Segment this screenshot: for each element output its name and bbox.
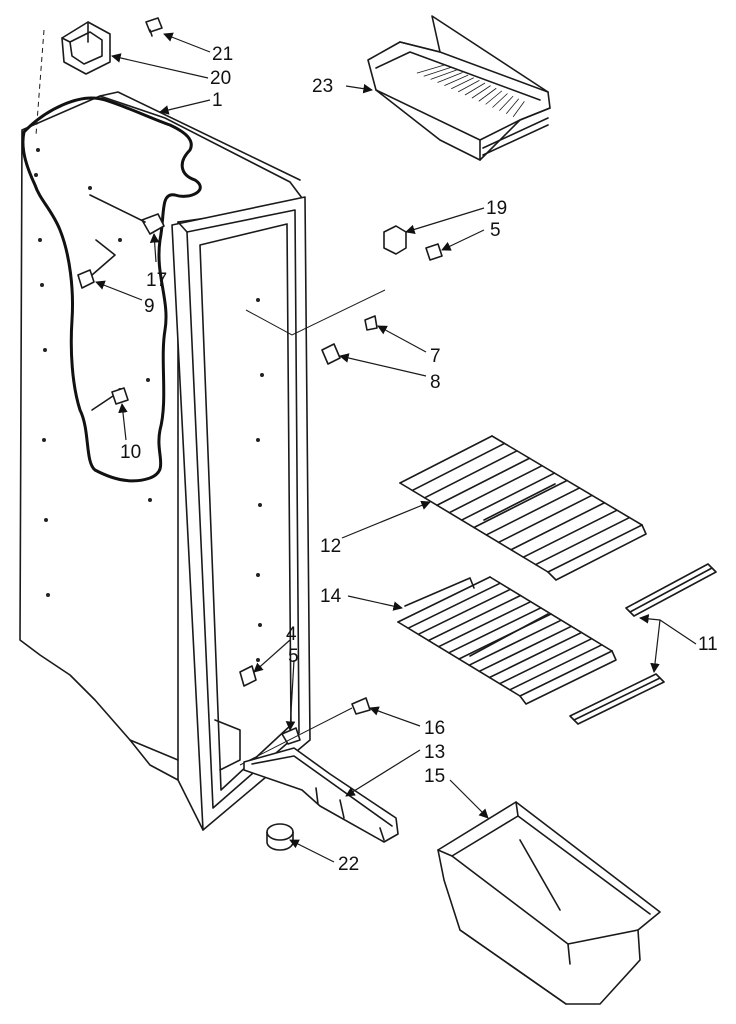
callout-1: 1 — [212, 90, 223, 111]
wire-line — [417, 588, 512, 636]
wire-line — [437, 600, 532, 648]
wire-line — [492, 93, 508, 108]
cap-button — [266, 823, 294, 851]
callout-21: 21 — [212, 44, 233, 65]
callout-22: 22 — [338, 854, 359, 875]
wire-line — [485, 487, 581, 536]
storage-bucket — [437, 801, 661, 1005]
wire-line — [499, 95, 514, 111]
callout-9: 9 — [144, 296, 155, 317]
wire-line — [457, 80, 480, 93]
wire-line — [448, 464, 543, 514]
freezer-liner — [19, 29, 311, 831]
wire-line — [437, 72, 463, 83]
leader-lines — [95, 32, 697, 863]
wire-line — [534, 516, 631, 566]
callout-14: 14 — [320, 586, 342, 607]
callout-15: 15 — [424, 766, 445, 787]
callout-7: 7 — [430, 346, 441, 367]
wire-line — [522, 509, 618, 558]
wire-line — [427, 594, 522, 642]
wire-line — [510, 501, 606, 551]
callout-16: 16 — [424, 718, 445, 739]
wire-line — [448, 607, 542, 654]
callout-19: 19 — [486, 198, 507, 219]
wire-line — [471, 85, 491, 99]
callout-23: 23 — [312, 76, 333, 97]
wire-line — [478, 625, 573, 673]
wire-line — [478, 87, 497, 102]
ice-bin — [367, 15, 551, 161]
shelf-rails — [569, 563, 717, 725]
callout-5-top: 5 — [490, 220, 501, 241]
light-bracket — [383, 225, 443, 261]
wire-line — [460, 472, 556, 521]
wire-line — [423, 66, 452, 77]
wire-line — [458, 613, 552, 660]
lower-wire-shelf — [397, 576, 617, 705]
upper-wire-shelf — [399, 435, 647, 581]
wire-line — [444, 74, 469, 86]
callout-17: 17 — [146, 270, 167, 291]
wire-line — [430, 69, 458, 80]
callout-8: 8 — [430, 372, 441, 393]
wire-line — [497, 494, 593, 544]
wire-line — [473, 479, 568, 529]
liner-clips — [77, 194, 386, 766]
wire-line — [416, 64, 446, 74]
callout-labels: 21 20 1 23 19 5 17 9 7 8 10 12 14 11 4 5… — [120, 44, 718, 875]
wire-line — [464, 82, 486, 96]
top-bracket — [61, 17, 163, 75]
wire-line — [509, 644, 603, 691]
bottom-bracket — [243, 747, 399, 843]
wire-line — [488, 631, 583, 679]
wire-line — [468, 619, 562, 666]
callout-20: 20 — [210, 68, 231, 89]
callout-12: 12 — [320, 536, 341, 557]
wire-line — [423, 450, 518, 499]
wire-line — [512, 101, 525, 118]
callout-5-bottom: 5 — [288, 646, 299, 667]
callout-13: 13 — [424, 742, 445, 763]
wire-line — [485, 90, 503, 105]
callout-4: 4 — [286, 624, 297, 645]
wire-line — [505, 98, 520, 115]
callout-10: 10 — [120, 442, 141, 463]
callout-11: 11 — [698, 634, 718, 655]
wire-line — [407, 582, 501, 629]
wire-line — [436, 457, 531, 507]
wire-line — [451, 77, 474, 90]
wire-line — [411, 442, 506, 492]
wire-line — [498, 637, 593, 685]
